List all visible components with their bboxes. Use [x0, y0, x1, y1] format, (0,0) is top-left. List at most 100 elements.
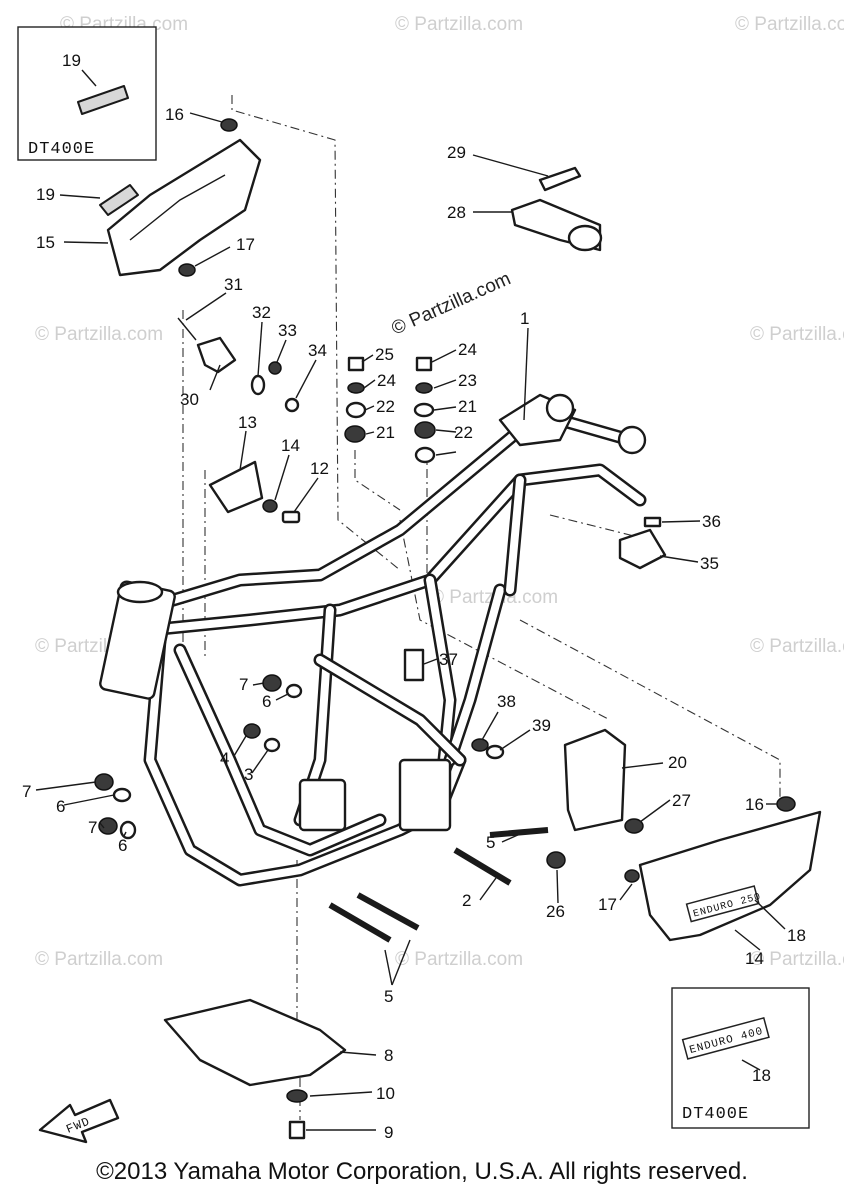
- watermark: © Partzilla.com: [395, 949, 523, 970]
- washer-24b: [415, 382, 433, 394]
- nut-7b: [98, 817, 118, 835]
- callout-36: 36: [702, 512, 721, 531]
- inset-frame: [17, 26, 157, 161]
- callout-29: 29: [447, 143, 466, 162]
- washer-6c: [285, 683, 303, 699]
- collar-22: [345, 401, 367, 419]
- steering-head-top: [116, 580, 164, 604]
- callout-1: 1: [520, 309, 529, 328]
- callout-leaders: [35, 112, 786, 1131]
- callout-9: 9: [384, 1123, 393, 1142]
- callout-15: 15: [36, 233, 55, 252]
- callout-19-inset: 19: [62, 51, 81, 70]
- callout-25: 25: [375, 345, 394, 364]
- callout-39: 39: [532, 716, 551, 735]
- copyright-notice: ©2013 Yamaha Motor Corporation, U.S.A. A…: [96, 1158, 748, 1185]
- callout-23: 23: [458, 371, 477, 390]
- callout-22b: 22: [454, 423, 473, 442]
- bracket-30: [196, 336, 237, 374]
- inset-dt400e-bottom: ENDURO 400 18 DT400E: [671, 987, 810, 1129]
- callout-24: 24: [377, 371, 396, 390]
- callout-2: 2: [462, 891, 471, 910]
- watermark: © Partzilla.com: [750, 324, 844, 345]
- skid-plate-8: [163, 998, 347, 1087]
- callout-24b: 24: [458, 340, 477, 359]
- clip-37: [403, 648, 425, 682]
- callout-37: 37: [439, 650, 458, 669]
- bolt-12: [281, 510, 301, 524]
- part-side-cover-right: ENDURO 250: [638, 810, 822, 942]
- washer-38: [471, 738, 489, 752]
- washer-10: [286, 1089, 308, 1103]
- callout-18: 18: [787, 926, 806, 945]
- watermark: © Partzilla.com: [35, 324, 163, 345]
- callout-16b: 16: [745, 795, 764, 814]
- nut-17: [178, 263, 196, 277]
- callout-11: 13: [238, 413, 257, 432]
- bolt-5c: [356, 892, 420, 931]
- bolt-5b: [328, 902, 392, 943]
- bolt-25b: [415, 356, 433, 372]
- callout-27: 27: [672, 791, 691, 810]
- decal-19-inset: [77, 85, 129, 115]
- watermark: © Partzilla.com: [735, 14, 844, 35]
- nut-26: [546, 851, 566, 869]
- part-skid-plate: [163, 998, 347, 1140]
- strap-29: [538, 166, 582, 192]
- collar-22b: [414, 446, 436, 464]
- washer-3: [263, 737, 281, 753]
- callout-21b: 21: [458, 397, 477, 416]
- callout-7b: 7: [88, 818, 97, 837]
- bolt-9: [288, 1120, 306, 1140]
- fwd-arrow: FWD: [38, 1098, 120, 1144]
- callout-8: 8: [384, 1046, 393, 1065]
- battery-box-20: [563, 728, 627, 832]
- shock-mount-2: [617, 425, 647, 455]
- washer-6: [112, 787, 132, 803]
- nut-39: [485, 744, 505, 760]
- callout-35: 35: [700, 554, 719, 573]
- callout-28: 28: [447, 203, 466, 222]
- engine-bracket-front: [298, 778, 347, 832]
- decal-19: [99, 184, 139, 216]
- callout-5b: 5: [384, 987, 393, 1006]
- side-cover-15: [106, 138, 262, 277]
- callout-16: 16: [165, 105, 184, 124]
- inset-model-label: DT400E: [28, 140, 95, 159]
- inset-dt400e-top: 19 DT400E: [17, 26, 157, 161]
- watermark: © Partzilla.com: [750, 949, 844, 970]
- callout-26: 26: [546, 902, 565, 921]
- part-side-cover-left: [99, 138, 262, 277]
- watermark-center: © Partzilla.com: [388, 268, 514, 339]
- nut-4: [243, 723, 261, 739]
- part-battery-strap: [510, 166, 603, 252]
- damper-21b: [414, 421, 436, 439]
- callout-6c: 6: [262, 692, 271, 711]
- callout-21: 21: [376, 423, 395, 442]
- callout-3: 3: [244, 765, 253, 784]
- bracket-11: [208, 460, 264, 514]
- callout-6: 6: [56, 797, 65, 816]
- inset-model-label: DT400E: [682, 1105, 749, 1124]
- callout-30: 30: [180, 390, 199, 409]
- nut-17b: [624, 869, 640, 883]
- shock-mount-1: [545, 393, 575, 423]
- watermark: © Partzilla.com: [750, 636, 844, 657]
- callout-38: 38: [497, 692, 516, 711]
- damper-21: [344, 425, 366, 443]
- damper-27: [624, 818, 644, 834]
- grommet-16: [220, 118, 238, 132]
- part-34: [284, 397, 300, 413]
- washer-13: [262, 499, 278, 513]
- callout-19: 19: [36, 185, 55, 204]
- washer-24: [347, 382, 365, 394]
- inset-frame: [671, 987, 810, 1129]
- callout-7: 7: [22, 782, 31, 801]
- callout-7c: 7: [239, 675, 248, 694]
- bolt-5: [489, 827, 549, 838]
- washer-23: [413, 402, 435, 418]
- callout-17b: 17: [598, 895, 617, 914]
- part-32: [250, 374, 266, 396]
- side-cover-14: [638, 810, 822, 942]
